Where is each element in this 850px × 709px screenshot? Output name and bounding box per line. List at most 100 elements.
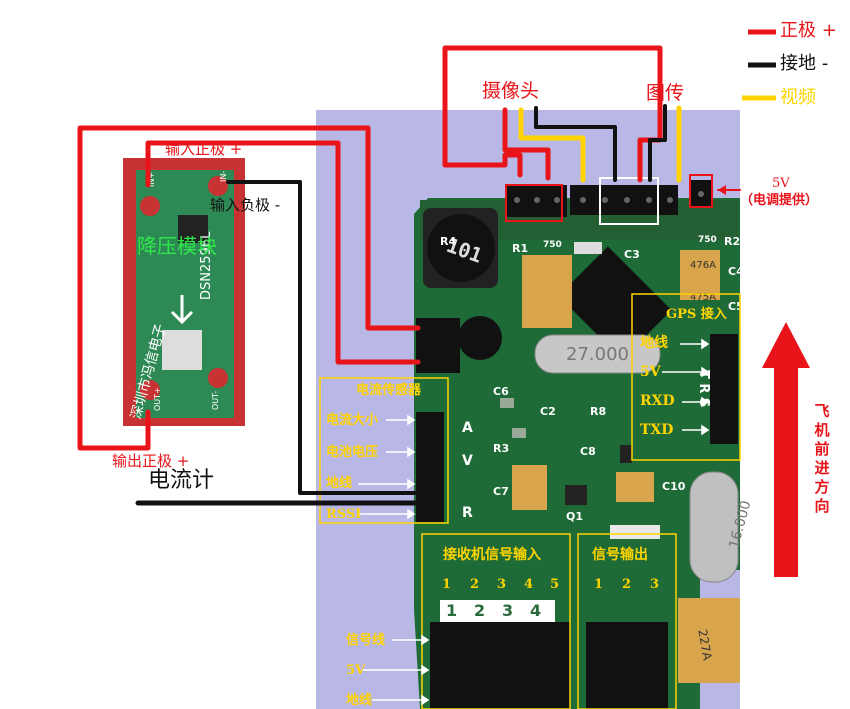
silk-C8: C8 — [580, 445, 596, 458]
cap-label: 475A — [690, 292, 716, 303]
crystal-2 — [689, 471, 739, 583]
header-current — [416, 318, 460, 373]
sensor-box — [319, 377, 449, 524]
gps-ground-label: 地线 — [640, 335, 668, 351]
header-gps — [710, 334, 738, 444]
wire-black-input-neg — [226, 180, 420, 495]
module-model: DSN2596L — [199, 231, 214, 300]
gps-txd-label: TXD — [640, 422, 674, 438]
receiver-num-3: 3 — [497, 577, 507, 592]
board-num-1: 1 — [446, 601, 458, 620]
current-size-label: 电流大小 — [326, 413, 379, 428]
board-num-4: 4 — [530, 601, 542, 620]
silk-C3: C3 — [624, 248, 640, 261]
module-input-pos-label: 输入正极 + — [165, 140, 243, 158]
flight-controller-board: 101 27.000 16.000 227A 476A 475A R1 R2 C… — [414, 198, 754, 709]
receiver-num-1: 1 — [442, 577, 452, 592]
wire-red-camera — [502, 107, 551, 181]
board-num-3: 3 — [502, 601, 514, 620]
mcu-chip — [558, 246, 672, 360]
direction-char: 机 — [814, 421, 830, 439]
output-box — [577, 533, 677, 709]
silk-R8: R8 — [590, 405, 606, 418]
pin-in-plus: IN+ — [147, 172, 156, 187]
tantalum-cap — [522, 292, 572, 328]
tantalum-cap — [680, 250, 720, 300]
vtx-pins-box — [599, 177, 659, 225]
wire-black-camera-gnd — [534, 106, 617, 182]
cap-label: 476A — [690, 260, 716, 271]
gps-box — [631, 293, 741, 461]
gps-title: GPS 接入 — [666, 307, 727, 322]
bottom-5v-label: 5V — [346, 663, 366, 678]
forward-direction-label: 飞 机 前 进 方 向 — [813, 402, 831, 516]
cap-label: 227A — [695, 628, 714, 662]
silk-V: V — [462, 453, 473, 469]
pin-in-minus: IN- — [219, 171, 228, 182]
gps-5v-label: 5V — [640, 364, 661, 380]
sensor-ground-label: 地线 — [326, 476, 353, 491]
forward-arrow — [762, 322, 810, 577]
board-num-2: 2 — [474, 601, 486, 620]
direction-char: 飞 — [814, 402, 830, 420]
wire-red-input-pos — [145, 140, 421, 365]
esc-5v-note: （电调提供） — [740, 193, 819, 208]
silk-750: 750 — [698, 235, 717, 245]
module-name: 降压模块 — [137, 234, 217, 258]
battery-voltage-label: 电池电压 — [326, 445, 379, 460]
tantalum-cap — [616, 472, 654, 502]
vtx-label: 图传 — [646, 82, 685, 104]
silk-C5: C5 — [728, 300, 744, 313]
module-output-pos-label: 输出正极 + — [112, 452, 190, 470]
silk-C2: C2 — [540, 405, 556, 418]
signal-out-num-1: 1 — [594, 577, 604, 592]
signal-wire-label: 信号线 — [346, 633, 386, 648]
silk-R2: R2 — [724, 235, 740, 248]
crystal — [534, 334, 661, 374]
receiver-num-4: 4 — [524, 577, 534, 592]
legend-ground: 接地 - — [780, 53, 829, 74]
silk-C7: C7 — [493, 485, 509, 498]
silk-R3: R3 — [493, 442, 509, 455]
receiver-title: 接收机信号输入 — [443, 547, 541, 563]
wire-red-output — [77, 125, 421, 451]
camera-pins-box — [505, 184, 563, 222]
pin-out-plus: OUT+ — [153, 387, 162, 411]
esc-5v-box — [689, 174, 713, 208]
board-channel-numbers — [440, 600, 555, 622]
receiver-num-2: 2 — [470, 577, 480, 592]
gps-arrows — [662, 338, 710, 436]
direction-char: 前 — [814, 440, 830, 458]
tantalum-cap — [512, 465, 547, 510]
header-receiver — [430, 622, 570, 709]
receiver-num-5: 5 — [550, 577, 560, 592]
silk-C10: C10 — [662, 480, 686, 493]
wire-yellow-video — [518, 107, 586, 183]
receiver-box — [421, 533, 571, 709]
silk-C4: C4 — [728, 265, 744, 278]
esc-5v-label: 5V — [772, 176, 790, 191]
component — [620, 445, 632, 463]
tantalum-cap — [522, 255, 572, 295]
bottom-arrows — [362, 634, 430, 706]
silk-R: R — [462, 505, 473, 521]
current-meter-label: 电流计 — [148, 468, 215, 493]
rssi-label: RSSI — [326, 507, 362, 522]
direction-char: 向 — [814, 497, 830, 515]
wires — [77, 45, 741, 506]
direction-char: 进 — [814, 459, 830, 477]
header-pins — [514, 191, 704, 203]
silk-750: 750 — [543, 240, 562, 250]
highlight-boxes — [319, 174, 741, 709]
module-input-neg-label: 输入负极 - — [210, 196, 281, 214]
silk-TRS: T R S — [696, 370, 711, 407]
component — [512, 428, 526, 438]
bottom-ground-label: 地线 — [346, 693, 373, 708]
camera-label: 摄像头 — [482, 80, 540, 102]
sensor-arrows — [358, 414, 416, 520]
silk-A: A — [462, 420, 473, 436]
legend-swatches — [742, 29, 776, 101]
signal-out-num-3: 3 — [650, 577, 660, 592]
component — [574, 242, 602, 254]
